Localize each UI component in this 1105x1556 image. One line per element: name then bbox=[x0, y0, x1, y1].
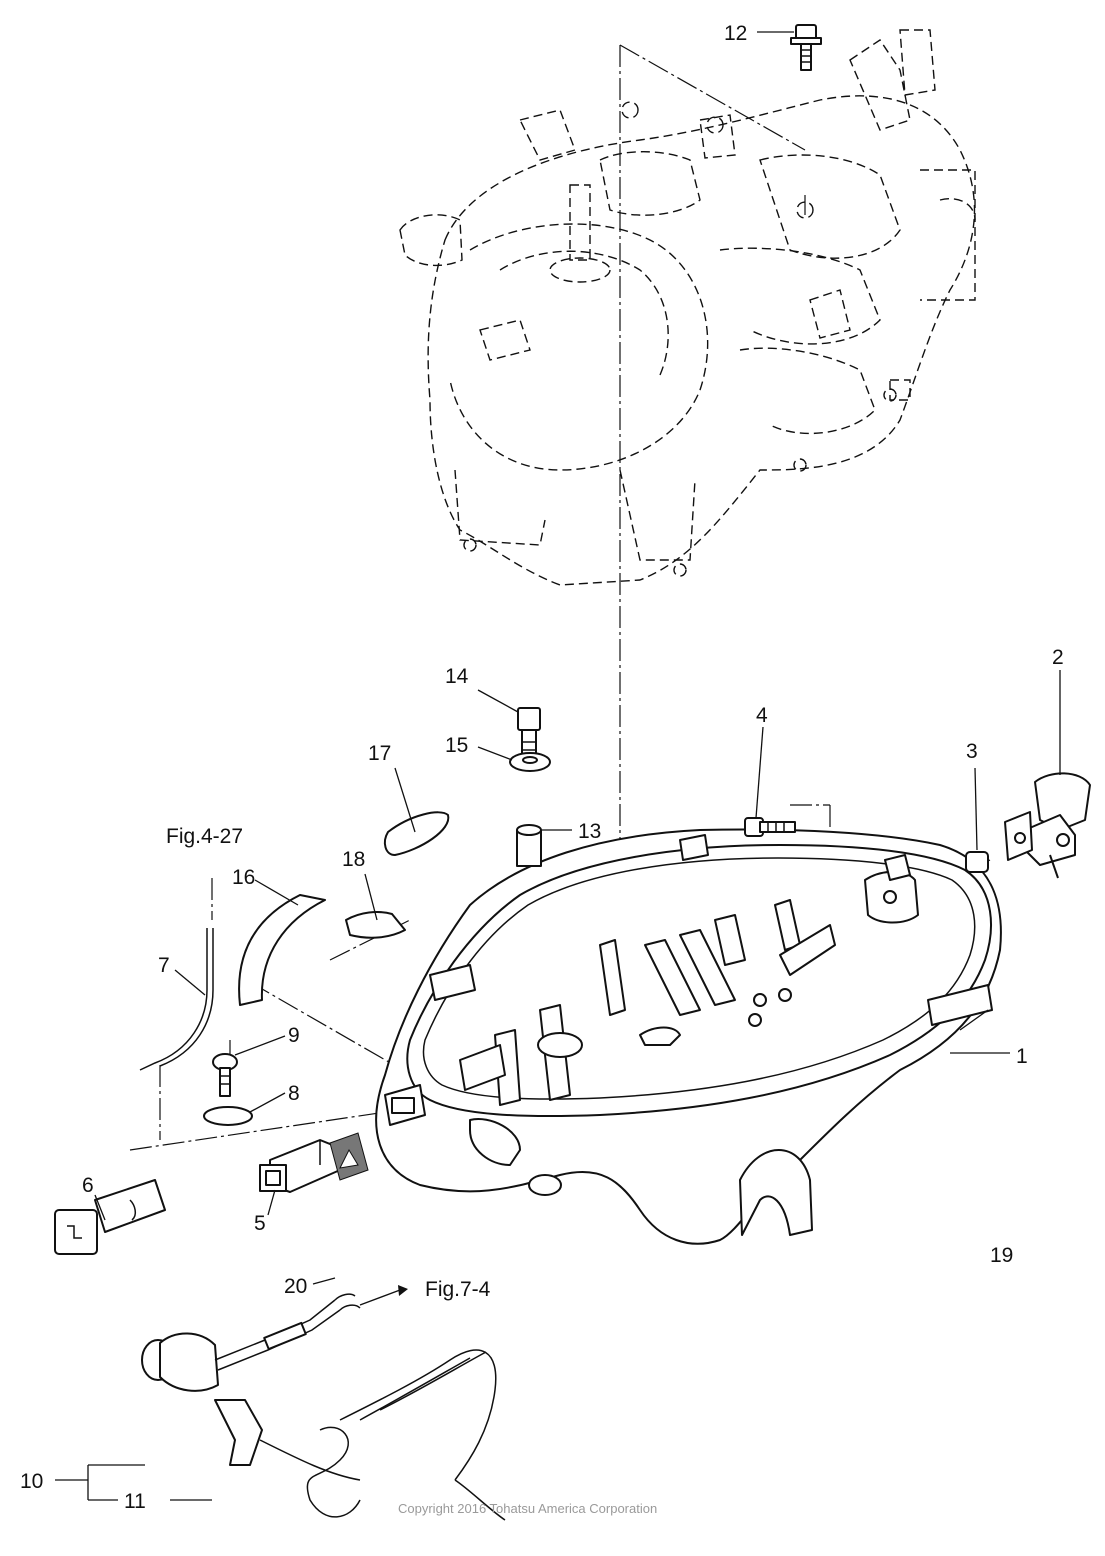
cowl-lock-lever-illustration bbox=[1004, 772, 1091, 879]
bottom-cowl-illustration bbox=[375, 828, 1002, 1245]
callout-15: 15 bbox=[445, 734, 468, 757]
callout-2: 2 bbox=[1052, 646, 1064, 669]
callout-20: 20 bbox=[284, 1275, 307, 1298]
callout-8: 8 bbox=[288, 1082, 300, 1105]
callout-6: 6 bbox=[82, 1174, 94, 1197]
callout-9: 9 bbox=[288, 1024, 300, 1047]
copyright-notice: Copyright 2016 Tohatsu America Corporati… bbox=[398, 1501, 657, 1516]
pad-17 bbox=[383, 811, 450, 856]
callout-3: 3 bbox=[966, 740, 978, 763]
callout-7: 7 bbox=[158, 954, 170, 977]
callout-14: 14 bbox=[445, 665, 469, 688]
callout-13: 13 bbox=[578, 820, 601, 843]
seal-strip-16 bbox=[238, 894, 326, 1006]
callout-17: 17 bbox=[368, 742, 391, 765]
screw-9 bbox=[212, 1053, 238, 1097]
callout-labels: 1 2 3 4 5 6 7 8 9 10 11 12 13 14 15 16 1… bbox=[20, 22, 1064, 1513]
bushing-3 bbox=[965, 851, 989, 873]
leader-lines bbox=[55, 31, 1061, 1501]
callout-5: 5 bbox=[254, 1212, 266, 1235]
figure-reference-7-4: Fig.7-4 bbox=[425, 1278, 491, 1301]
callout-12: 12 bbox=[724, 22, 747, 45]
callout-11: 11 bbox=[124, 1490, 146, 1513]
clip-11 bbox=[214, 1349, 506, 1521]
pad-18 bbox=[345, 911, 406, 939]
screw-4 bbox=[744, 817, 796, 837]
figure-reference-4-27: Fig.4-27 bbox=[166, 825, 243, 848]
callout-10: 10 bbox=[20, 1470, 43, 1493]
stop-switch-illustration bbox=[54, 1179, 166, 1255]
engine-block-illustration bbox=[399, 29, 976, 586]
callout-4: 4 bbox=[756, 704, 768, 727]
label-19 bbox=[927, 984, 993, 1026]
washer-15 bbox=[509, 752, 551, 772]
collar-13 bbox=[516, 824, 542, 867]
washer-8 bbox=[203, 1106, 253, 1126]
bolt-12 bbox=[790, 24, 822, 71]
callout-19: 19 bbox=[990, 1244, 1013, 1267]
callout-18: 18 bbox=[342, 848, 365, 871]
callout-16: 16 bbox=[232, 866, 255, 889]
warning-triangle-label bbox=[329, 1132, 369, 1181]
figure-references: Fig.4-27 Fig.7-4 bbox=[166, 825, 491, 1301]
cord-7 bbox=[139, 928, 214, 1071]
lanyard-cord-illustration bbox=[141, 1293, 361, 1392]
grommet-5 bbox=[259, 1139, 341, 1193]
callout-1: 1 bbox=[1016, 1045, 1028, 1068]
